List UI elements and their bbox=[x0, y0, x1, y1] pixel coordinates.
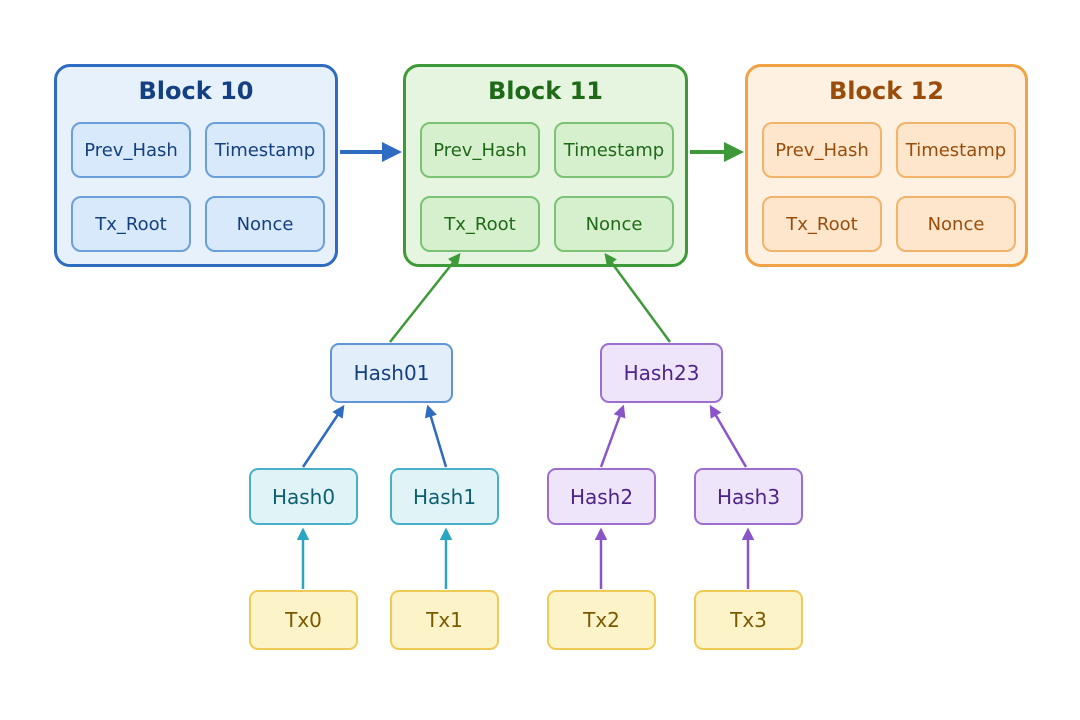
block-10-timestamp: Timestamp bbox=[205, 122, 325, 178]
block-10-prev-hash: Prev_Hash bbox=[71, 122, 191, 178]
block-12-timestamp: Timestamp bbox=[896, 122, 1016, 178]
block-10-tx-root: Tx_Root bbox=[71, 196, 191, 252]
hash23-node: Hash23 bbox=[600, 343, 723, 403]
tx1-node: Tx1 bbox=[390, 590, 499, 650]
arrow-hash3-to-hash23 bbox=[709, 404, 748, 468]
tx3-node: Tx3 bbox=[694, 590, 803, 650]
arrow-hash1-to-hash01 bbox=[424, 404, 448, 468]
block-10-nonce: Nonce bbox=[205, 196, 325, 252]
arrow-hash23-to-block11 bbox=[604, 252, 672, 343]
block-12-title: Block 12 bbox=[829, 77, 944, 105]
block-10-title: Block 10 bbox=[138, 77, 254, 105]
hash01-node: Hash01 bbox=[330, 343, 453, 403]
arrow-hash01-to-block11 bbox=[389, 253, 461, 343]
block-12-nonce: Nonce bbox=[896, 196, 1016, 252]
block-11-timestamp: Timestamp bbox=[554, 122, 674, 178]
hash0-node: Hash0 bbox=[249, 468, 358, 525]
block-12-tx-root: Tx_Root bbox=[762, 196, 882, 252]
block-10: Block 10 Prev_Hash Timestamp Tx_Root Non… bbox=[54, 64, 338, 267]
hash3-node: Hash3 bbox=[694, 468, 803, 525]
tx2-node: Tx2 bbox=[547, 590, 656, 650]
block-11-prev-hash: Prev_Hash bbox=[420, 122, 540, 178]
block-12: Block 12 Prev_Hash Timestamp Tx_Root Non… bbox=[745, 64, 1028, 267]
arrow-hash0-to-hash01 bbox=[301, 404, 345, 468]
block-11-title: Block 11 bbox=[488, 77, 603, 105]
arrow-hash2-to-hash23 bbox=[599, 404, 626, 468]
block-12-prev-hash: Prev_Hash bbox=[762, 122, 882, 178]
block-11: Block 11 Prev_Hash Timestamp Tx_Root Non… bbox=[403, 64, 688, 267]
hash2-node: Hash2 bbox=[547, 468, 656, 525]
block-11-nonce: Nonce bbox=[554, 196, 674, 252]
hash1-node: Hash1 bbox=[390, 468, 499, 525]
block-11-tx-root: Tx_Root bbox=[420, 196, 540, 252]
tx0-node: Tx0 bbox=[249, 590, 358, 650]
